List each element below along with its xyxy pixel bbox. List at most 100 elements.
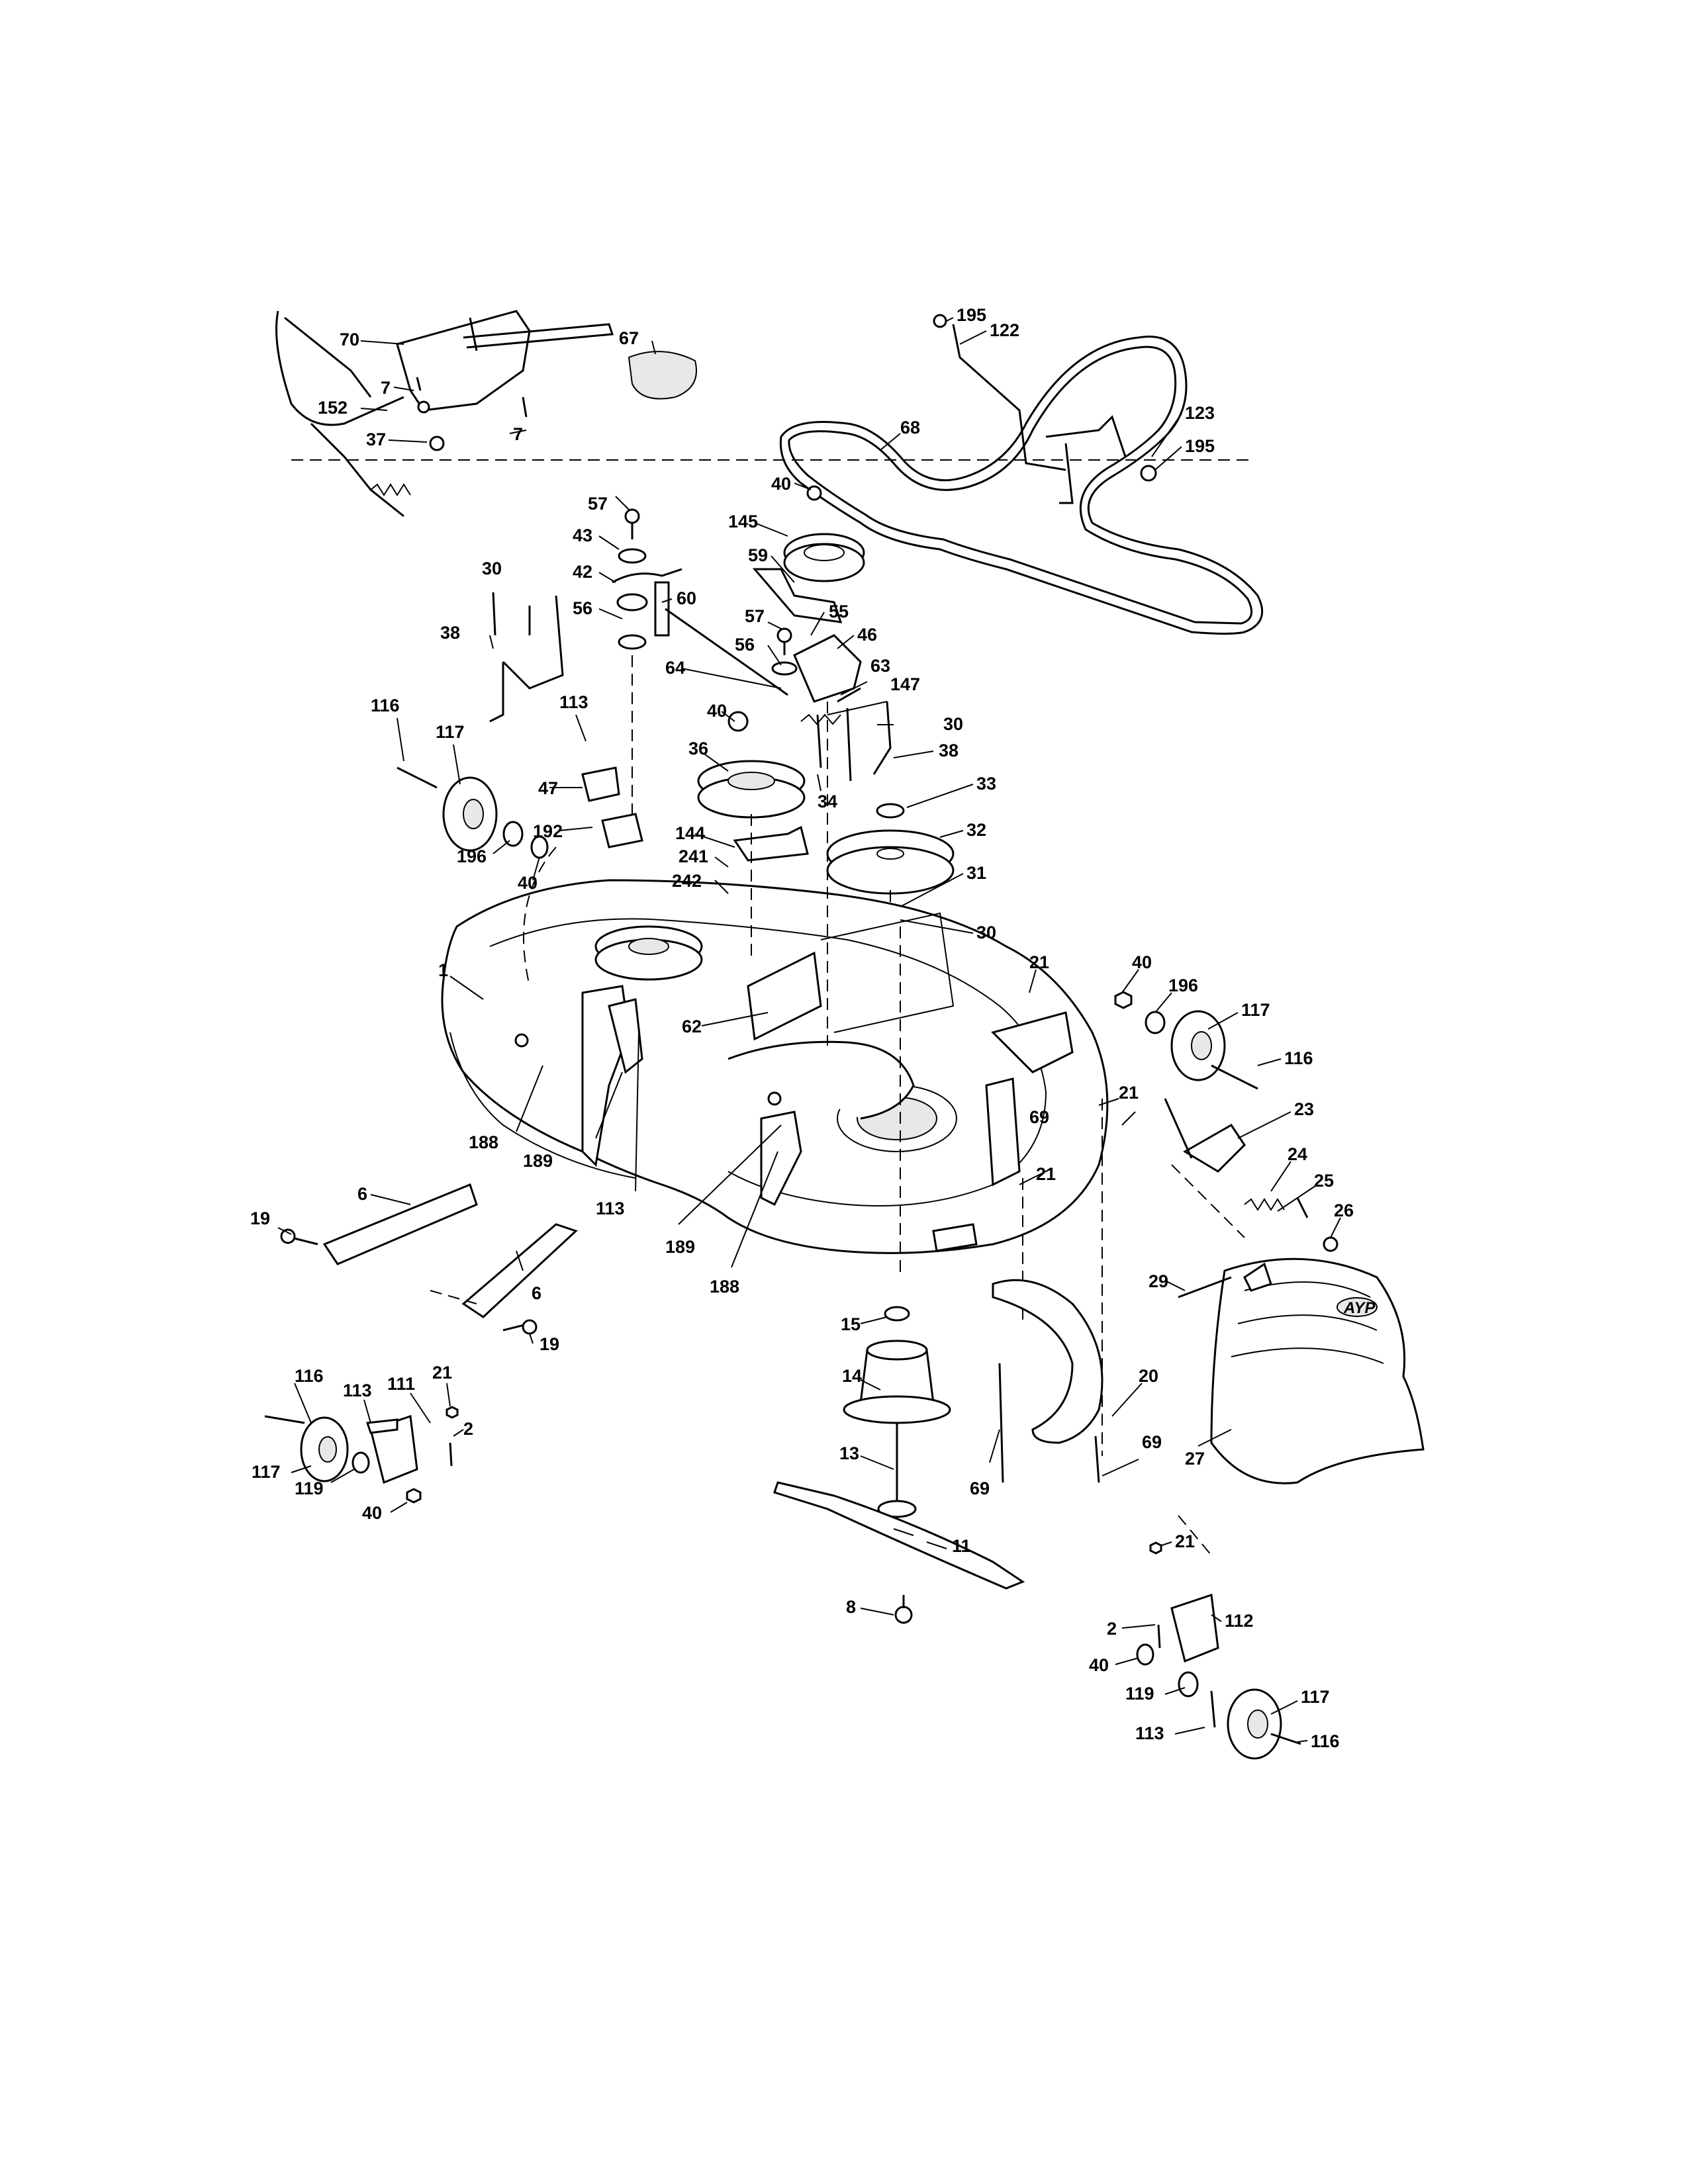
callout-189: 189: [523, 1151, 553, 1171]
callout-40: 40: [707, 701, 727, 721]
blade-11: [773, 1481, 1025, 1624]
callout-32: 32: [966, 820, 986, 840]
callout-25: 25: [1314, 1171, 1334, 1191]
callout-113: 113: [596, 1199, 625, 1218]
callout-21: 21: [1029, 952, 1049, 972]
baffle-20: [992, 1279, 1103, 1483]
callout-242: 242: [672, 871, 702, 891]
callout-69: 69: [970, 1479, 990, 1498]
callout-117: 117: [1241, 1000, 1270, 1020]
discharge-chute-27: [1178, 1257, 1425, 1484]
lever-assembly: [275, 310, 614, 518]
callout-195: 195: [957, 305, 986, 325]
callout-56: 56: [573, 598, 592, 618]
callout-64: 64: [665, 658, 685, 678]
callout-152: 152: [318, 398, 348, 418]
callout-111: 111: [387, 1374, 415, 1394]
callout-69: 69: [1029, 1107, 1049, 1127]
callout-123: 123: [1185, 403, 1215, 423]
callout-21: 21: [432, 1363, 452, 1383]
callout-70: 70: [340, 330, 359, 349]
callout-40: 40: [518, 873, 538, 893]
callout-15: 15: [841, 1314, 861, 1334]
callout-2: 2: [1107, 1619, 1117, 1639]
callout-117: 117: [252, 1462, 281, 1482]
bracket-23-springs: [1164, 1098, 1338, 1252]
callout-40: 40: [1132, 952, 1152, 972]
callout-7: 7: [513, 424, 523, 444]
callout-24: 24: [1288, 1144, 1307, 1164]
callout-37: 37: [366, 430, 386, 449]
callout-189: 189: [665, 1237, 695, 1257]
callout-20: 20: [1139, 1366, 1158, 1386]
callout-8: 8: [846, 1597, 856, 1617]
callout-63: 63: [870, 656, 890, 676]
callout-31: 31: [966, 863, 986, 883]
pulley-36: [697, 711, 809, 862]
callout-11: 11: [952, 1536, 971, 1556]
chute-logo: AYP: [1343, 1299, 1376, 1317]
knob-67: [628, 351, 697, 400]
callout-26: 26: [1334, 1201, 1354, 1220]
callout-42: 42: [573, 562, 592, 582]
callout-60: 60: [677, 588, 696, 608]
callout-112: 112: [1225, 1611, 1254, 1631]
callout-117: 117: [1301, 1687, 1330, 1707]
callout-21: 21: [1119, 1083, 1139, 1103]
bracket-38-left: [489, 592, 564, 723]
callout-188: 188: [710, 1277, 739, 1297]
callout-147: 147: [890, 674, 920, 694]
callout-33: 33: [976, 774, 996, 794]
callout-62: 62: [682, 1017, 702, 1036]
callout-40: 40: [1089, 1655, 1109, 1675]
callout-116: 116: [371, 696, 400, 715]
callout-116: 116: [1311, 1731, 1340, 1751]
callout-27: 27: [1185, 1449, 1205, 1469]
callout-2: 2: [463, 1419, 473, 1439]
callout-47: 47: [538, 778, 558, 798]
callout-57: 57: [745, 606, 765, 626]
callout-29: 29: [1149, 1271, 1168, 1291]
leader-lines: [277, 317, 1341, 1743]
idler-stack-left: [612, 508, 788, 821]
callout-30: 30: [482, 559, 502, 578]
callout-241: 241: [679, 846, 708, 866]
drive-belt-68: [779, 336, 1264, 635]
deck-bracket-6-left: [280, 1183, 478, 1265]
callout-labels: 70 67 7 7 152 37 195 122 68 123 195 57 4…: [250, 305, 1354, 1751]
callout-19: 19: [539, 1334, 559, 1354]
callout-21: 21: [1175, 1531, 1195, 1551]
callout-117: 117: [436, 722, 465, 742]
callout-188: 188: [469, 1132, 498, 1152]
callout-113: 113: [343, 1381, 372, 1400]
callout-122: 122: [990, 320, 1019, 340]
callout-56: 56: [735, 635, 755, 655]
callout-119: 119: [295, 1479, 324, 1498]
deck-bracket-6-right: [430, 1223, 578, 1335]
callout-1: 1: [438, 960, 448, 980]
callout-38: 38: [939, 741, 959, 760]
callout-195: 195: [1185, 436, 1215, 456]
gauge-wheel-bottom-left: [264, 1406, 459, 1504]
callout-113: 113: [559, 692, 588, 712]
callout-43: 43: [573, 525, 592, 545]
callout-57: 57: [588, 494, 608, 514]
callout-23: 23: [1294, 1099, 1314, 1119]
callout-116: 116: [295, 1366, 324, 1386]
callout-59: 59: [748, 545, 768, 565]
gauge-wheel-left: [397, 766, 643, 859]
callout-7: 7: [381, 378, 391, 398]
callout-21: 21: [1036, 1164, 1056, 1184]
callout-30: 30: [943, 714, 963, 734]
callout-196: 196: [1168, 976, 1198, 995]
gauge-wheel-right: [1114, 991, 1258, 1090]
callout-68: 68: [900, 418, 920, 437]
callout-34: 34: [818, 792, 837, 811]
mower-deck-1: [441, 879, 1109, 1254]
callout-6: 6: [357, 1184, 367, 1204]
callout-119: 119: [1125, 1684, 1154, 1704]
callout-46: 46: [857, 625, 877, 645]
bracket-122-123: [933, 314, 1157, 504]
gauge-wheel-bottom-right: [1136, 1541, 1301, 1760]
